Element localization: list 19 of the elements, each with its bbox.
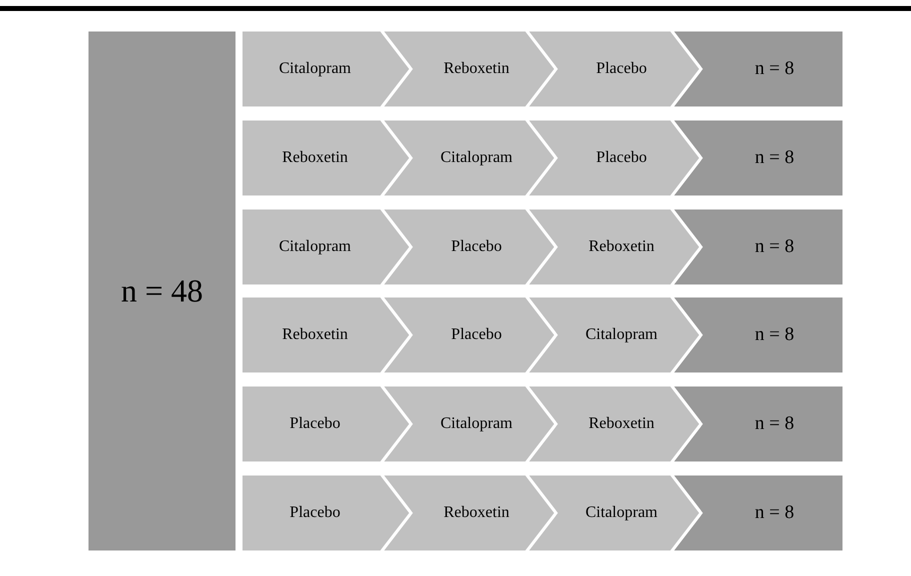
treatment-label: Reboxetin (588, 238, 654, 256)
treatment-label: Reboxetin (588, 415, 654, 434)
treatment-label: Reboxetin (444, 60, 510, 78)
treatment-label: Placebo (596, 148, 647, 167)
treatment-label: Citalopram (279, 60, 351, 78)
treatment-label: Citalopram (440, 415, 512, 434)
treatment-label: Placebo (290, 504, 340, 522)
treatment-label: Placebo (451, 326, 502, 344)
treatment-label: Citalopram (586, 326, 658, 344)
treatment-label: Placebo (596, 60, 647, 78)
sample-size-label: n = 48 (120, 272, 204, 310)
treatment-label: Citalopram (586, 504, 658, 522)
treatment-label: Reboxetin (444, 504, 510, 522)
treatment-label: Citalopram (440, 148, 512, 167)
treatment-label: Reboxetin (282, 148, 348, 167)
treatment-label: Citalopram (279, 238, 351, 256)
treatment-label: Placebo (290, 415, 340, 434)
treatment-label: Reboxetin (282, 326, 348, 344)
treatment-label: Placebo (451, 238, 502, 256)
